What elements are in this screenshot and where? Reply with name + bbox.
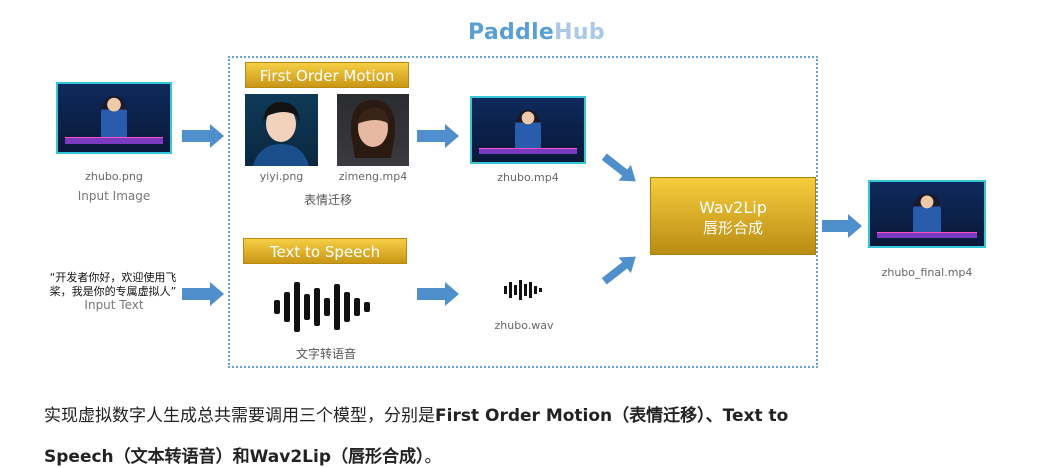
arrow-right-icon [182, 124, 224, 148]
arrow-right-icon [822, 214, 862, 238]
input-image-label: Input Image [77, 189, 151, 203]
brand-part2: Hub [554, 20, 605, 45]
yiyi-filename: yiyi.png [259, 170, 304, 183]
description-bold-2: Speech（文本转语音）和Wav2Lip（唇形合成） [44, 447, 425, 467]
arrow-up-right-icon [601, 256, 636, 285]
input-text-label: Input Text [84, 298, 144, 312]
arrow-right-icon [417, 282, 459, 306]
small-waveform-icon [504, 280, 542, 300]
arrow-right-icon [182, 282, 224, 306]
description-prefix: 实现虚拟数字人生成总共需要调用三个模型，分别是 [44, 406, 435, 426]
input-image-filename: zhubo.png [85, 170, 143, 183]
arrow-right-icon [417, 124, 459, 148]
yiyi-portrait [245, 94, 318, 166]
large-waveform-icon [274, 282, 370, 332]
zimeng-portrait [337, 94, 409, 166]
tts-caption: 文字转语音 [295, 347, 356, 361]
final-output-filename: zhubo_final.mp4 [881, 266, 973, 279]
description-line2: Speech（文本转语音）和Wav2Lip（唇形合成）。 [44, 442, 442, 467]
wav2lip-subtitle: 唇形合成 [702, 219, 763, 237]
zhubo-mp4-thumbnail [470, 96, 586, 164]
description-line1: 实现虚拟数字人生成总共需要调用三个模型，分别是First Order Motio… [44, 401, 788, 426]
zhubo-mp4-filename: zhubo.mp4 [497, 171, 559, 184]
description-suffix: 。 [424, 447, 442, 467]
wav2lip-box: Wav2Lip 唇形合成 [650, 177, 816, 255]
input-text-line1: “开发者你好，欢迎使用飞 [49, 271, 177, 284]
arrow-down-right-icon [601, 153, 636, 182]
input-image-thumbnail [56, 82, 172, 154]
zhubo-wav-filename: zhubo.wav [494, 319, 554, 332]
text-to-speech-banner: Text to Speech [243, 238, 407, 264]
first-order-motion-banner: First Order Motion [245, 62, 409, 88]
zimeng-filename: zimeng.mp4 [338, 170, 408, 183]
brand-part1: Paddle [468, 20, 555, 45]
paddlehub-title: PaddleHub [468, 20, 605, 45]
input-text-line2: 桨，我是你的专属虚拟人” [49, 285, 177, 298]
fom-caption: 表情迁移 [303, 193, 352, 207]
final-output-thumbnail [868, 180, 986, 248]
wav2lip-title: Wav2Lip [699, 198, 767, 217]
description-bold-1: First Order Motion（表情迁移）、Text to [435, 406, 789, 426]
input-text-quote: “开发者你好，欢迎使用飞 桨，我是你的专属虚拟人” [44, 271, 182, 299]
paddlehub-container [228, 56, 818, 368]
